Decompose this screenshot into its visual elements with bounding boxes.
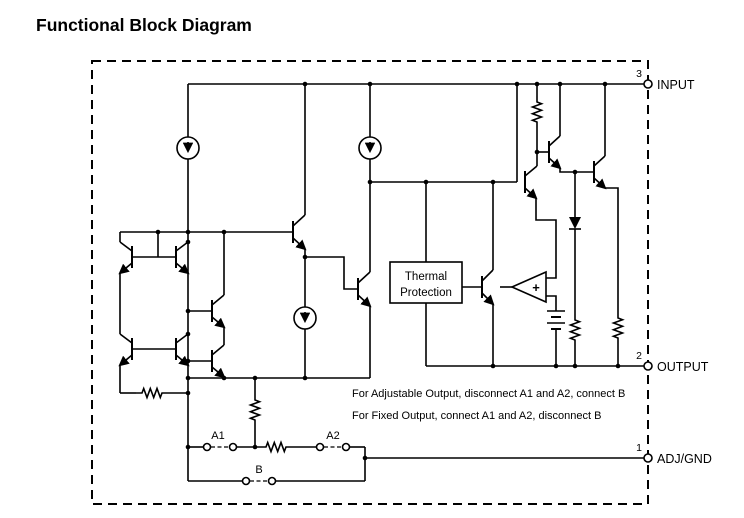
switch-b: B xyxy=(241,464,277,486)
transistor-t4 xyxy=(175,333,190,367)
current-source-3 xyxy=(293,306,317,330)
current-source-1 xyxy=(176,136,200,160)
thermal-protection-label-1: Thermal xyxy=(405,271,447,283)
transistor-t6 xyxy=(211,344,226,379)
switch-a1-label: A1 xyxy=(211,430,224,442)
transistor-t1 xyxy=(118,241,133,275)
pin-adj-gnd-label: ADJ/GND xyxy=(657,452,712,466)
op-amp: + xyxy=(510,270,547,304)
battery-reference-icon xyxy=(547,310,565,330)
transistor-output-pass xyxy=(593,155,607,190)
op-amp-plus-sign: + xyxy=(532,280,540,295)
transistor-darlington-driver xyxy=(548,135,562,170)
resistor-left-bottom xyxy=(135,387,169,399)
transistor-q4 xyxy=(524,165,538,200)
pin-output: 2 OUTPUT xyxy=(636,350,709,374)
zener-diode-icon xyxy=(569,217,581,230)
switch-a2-label: A2 xyxy=(326,430,339,442)
current-source-2 xyxy=(358,136,382,160)
resistor-output-leg xyxy=(612,311,624,345)
pin-output-number: 2 xyxy=(636,350,642,362)
note-adjustable-output: For Adjustable Output, disconnect A1 and… xyxy=(352,388,625,400)
resistor-set xyxy=(259,441,293,453)
junction-dots xyxy=(155,81,621,461)
ic-package-dashed-outline xyxy=(91,60,649,505)
page-title: Functional Block Diagram xyxy=(36,15,252,35)
thermal-protection-label-2: Protection xyxy=(400,287,452,299)
pin-adj-gnd-number: 1 xyxy=(636,442,642,454)
resistor-zener-leg xyxy=(569,313,581,347)
pin-input: 3 INPUT xyxy=(636,68,695,92)
pin-adj-gnd: 1 ADJ/GND xyxy=(636,442,712,466)
transistor-q3 xyxy=(481,269,495,306)
transistor-q1 xyxy=(292,214,307,251)
transistor-t2 xyxy=(175,241,190,275)
switch-a2: A2 xyxy=(315,430,351,452)
transistor-q2 xyxy=(357,271,372,308)
pin-input-label: INPUT xyxy=(657,78,695,92)
thermal-protection-box: Thermal Protection xyxy=(389,261,463,304)
pin-output-terminal xyxy=(643,361,653,371)
resistor-top-right xyxy=(531,95,543,129)
switch-a1: A1 xyxy=(202,430,238,452)
switch-b-label: B xyxy=(255,464,262,476)
pin-adj-gnd-terminal xyxy=(643,453,653,463)
transistor-t3 xyxy=(118,333,133,367)
pin-input-number: 3 xyxy=(636,68,642,80)
transistor-t5 xyxy=(211,294,226,329)
pin-output-label: OUTPUT xyxy=(657,360,709,374)
pin-input-terminal xyxy=(643,79,653,89)
resistor-divider xyxy=(249,393,261,427)
note-fixed-output: For Fixed Output, connect A1 and A2, dis… xyxy=(352,410,601,422)
